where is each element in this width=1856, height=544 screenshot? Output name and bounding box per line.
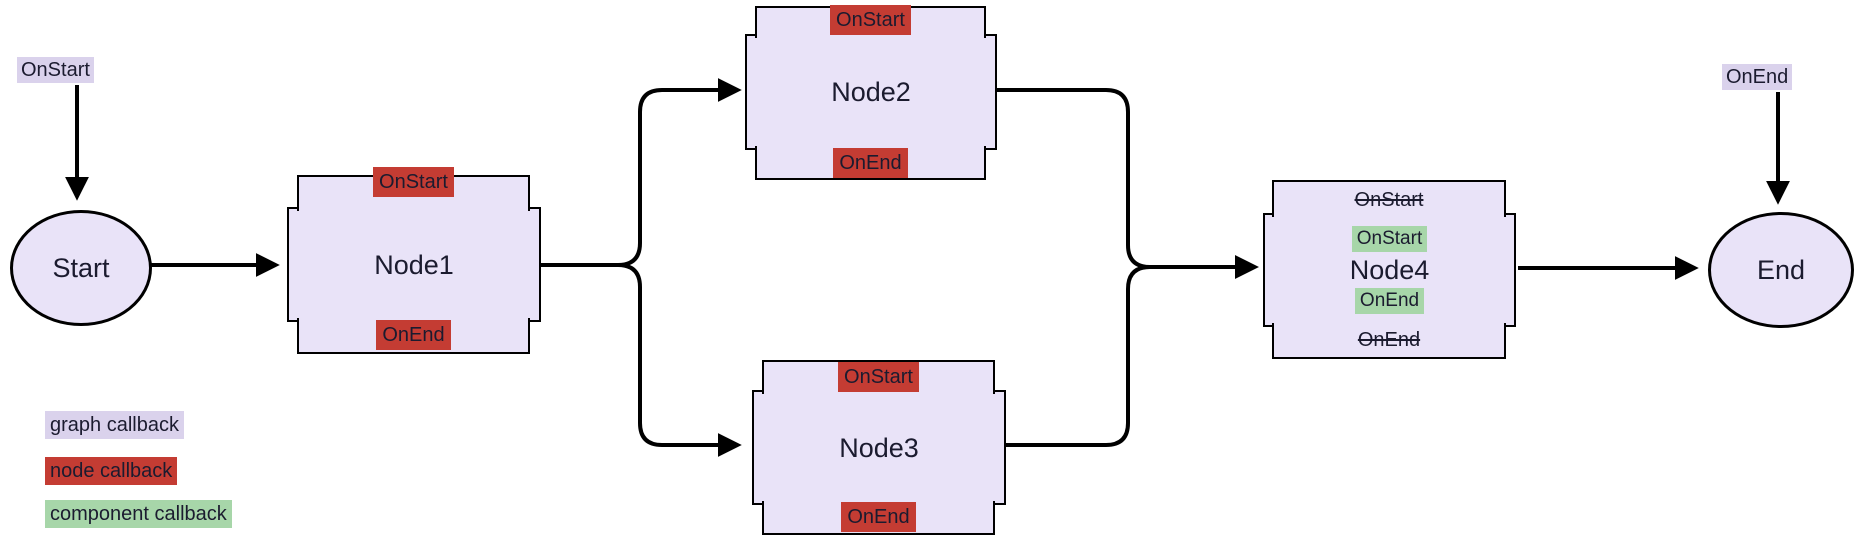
node3-onend-callback: OnEnd [841,502,916,532]
node2-title: Node2 [831,77,911,107]
end-node: End [1708,212,1854,328]
node4-component-onend-callback: OnEnd [1354,288,1425,314]
node3-onstart-tab: OnStart [762,360,995,394]
legend-component-callback: component callback [45,500,232,528]
node1-onstart-callback: OnStart [373,167,454,197]
node3-onstart-callback: OnStart [838,362,919,392]
node4-component-onstart-callback: OnStart [1351,226,1428,252]
node-node2: OnStart Node2 OnEnd [745,5,997,180]
node4-overridden-onstart-callback: OnStart [1354,188,1424,211]
edge-node2-to-node4 [993,88,1259,279]
legend-node-callback: node callback [45,457,178,485]
edge-node3-to-node4 [1002,255,1259,447]
node-node4: OnStart OnStart Node4 OnEnd OnEnd [1263,180,1516,359]
node1-title: Node1 [374,249,454,280]
graph-onstart-label: OnStart [17,57,94,83]
graph-onend-label: OnEnd [1722,64,1793,90]
start-node: Start [10,210,152,326]
node4-overridden-onend-tab: OnEnd [1272,323,1506,359]
legend-graph-callback: graph callback [45,411,184,439]
node4-overridden-onend-callback: OnEnd [1357,329,1421,351]
node2-onend-callback: OnEnd [833,148,908,178]
node2-onend-tab: OnEnd [755,146,986,180]
start-node-label: Start [52,252,110,283]
edge-node1-to-node3 [537,263,742,457]
node4-overridden-onstart-tab: OnStart [1272,180,1506,217]
node2-onstart-callback: OnStart [830,5,911,35]
node3-title: Node3 [839,432,919,463]
end-node-label: End [1756,254,1806,285]
node1-onend-callback: OnEnd [376,320,451,350]
node-node3: OnStart Node3 OnEnd [752,360,1006,535]
edge-node1-to-node2 [537,78,742,267]
node4-title: Node4 [1349,255,1430,285]
node3-onend-tab: OnEnd [762,501,995,535]
node1-onend-tab: OnEnd [297,318,530,354]
node2-onstart-tab: OnStart [755,5,986,38]
node1-onstart-tab: OnStart [297,167,530,211]
node-node1: OnStart Node1 OnEnd [287,167,541,354]
